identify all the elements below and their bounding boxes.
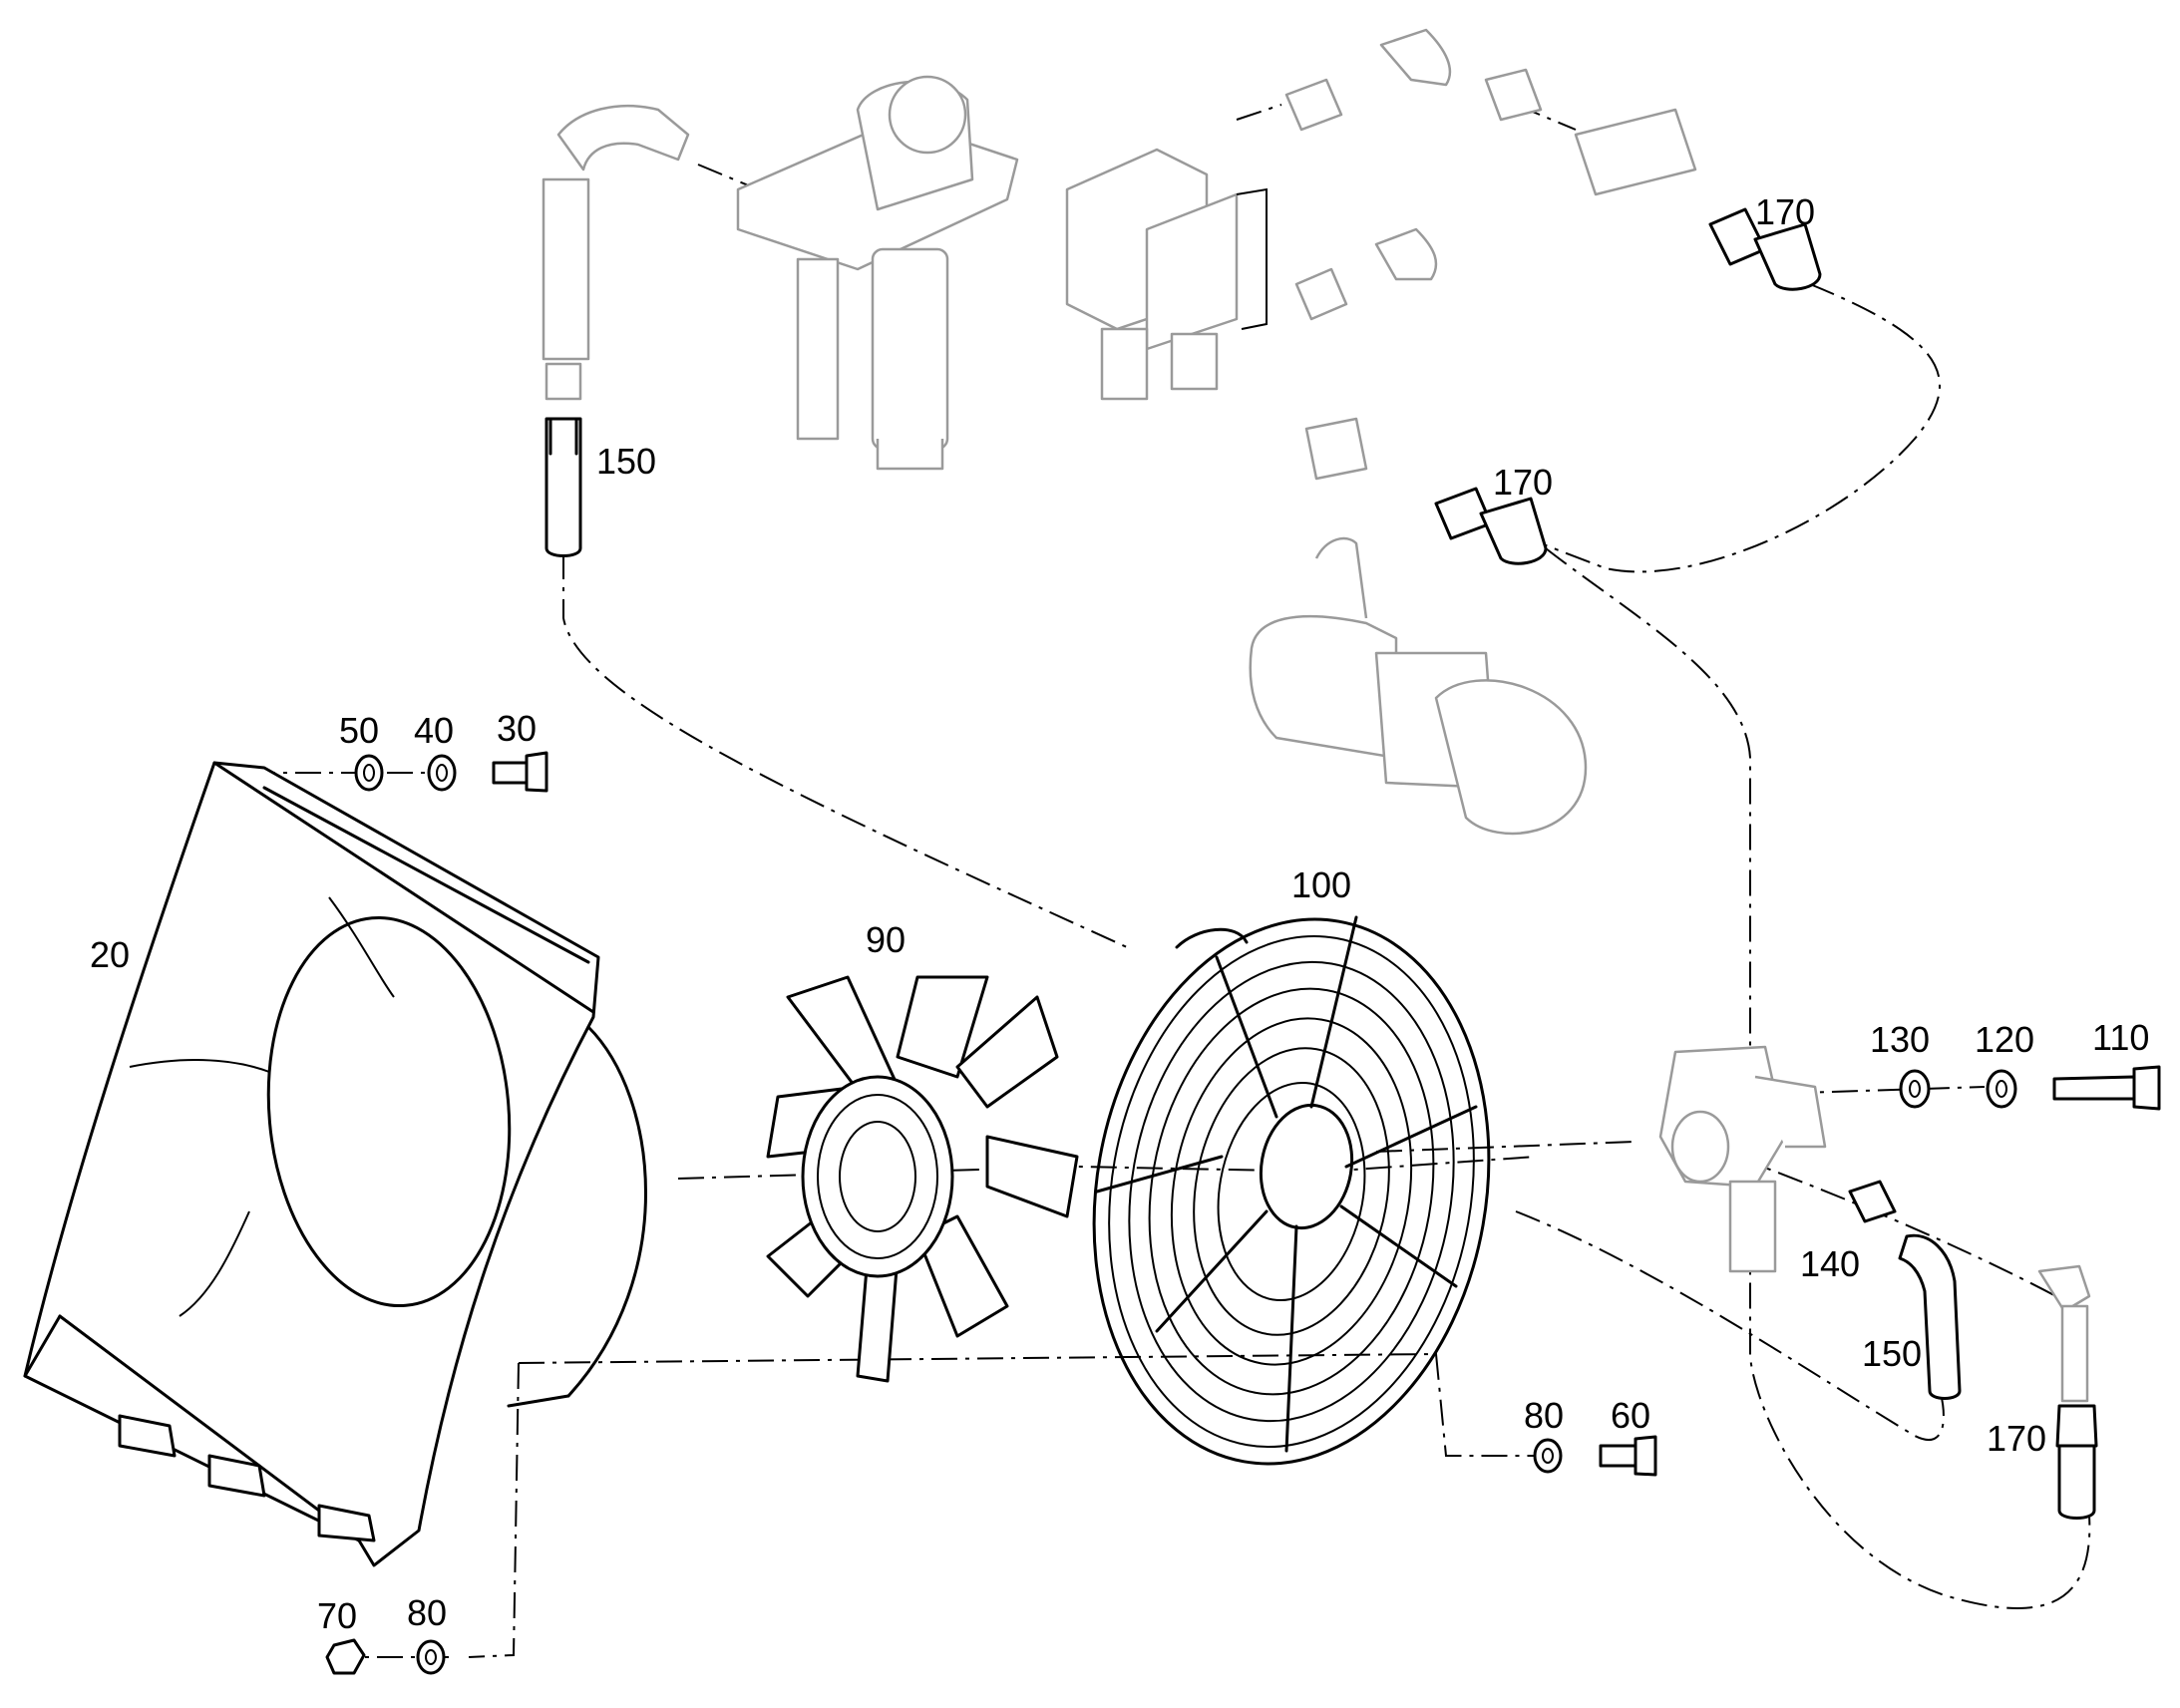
label-part-70: 70 <box>317 1595 357 1636</box>
hose-150-left <box>542 104 690 557</box>
valve-block <box>1065 148 1268 401</box>
label-part-110: 110 <box>2092 1017 2149 1058</box>
label-part-100: 100 <box>1291 864 1351 905</box>
hose-150-right <box>1898 1233 1962 1400</box>
label-part-80-right: 80 <box>1524 1395 1564 1436</box>
nut-washer-bottom <box>325 1638 446 1675</box>
label-part-50: 50 <box>339 710 379 751</box>
label-part-170-top: 170 <box>1755 191 1815 232</box>
label-part-20: 20 <box>90 934 130 975</box>
part-labels: 20 50 40 30 150 170 170 90 100 130 120 1… <box>90 191 2149 1636</box>
label-part-170-bottom: 170 <box>1987 1418 2046 1459</box>
label-part-60: 60 <box>1611 1395 1650 1436</box>
hydraulic-pump <box>1249 417 1588 836</box>
label-part-170-mid: 170 <box>1493 462 1553 503</box>
fan-shroud-20 <box>23 761 647 1567</box>
label-part-130: 130 <box>1870 1019 1930 1060</box>
label-part-150-left: 150 <box>596 441 656 482</box>
label-part-120: 120 <box>1975 1019 2034 1060</box>
bolt-set-top <box>354 751 548 793</box>
label-part-30: 30 <box>497 708 537 749</box>
hose-170-bottom <box>2037 1264 2098 1520</box>
bolt-set-right <box>1533 1435 1657 1477</box>
bolt-set-motor <box>1899 1065 2161 1111</box>
hydraulic-motor <box>1658 1045 1827 1273</box>
hose-170-mid <box>1434 487 1548 565</box>
label-part-90: 90 <box>866 919 906 960</box>
fan-guard-100 <box>1092 915 1491 1466</box>
hose-170-top <box>1708 207 1822 291</box>
fittings-top <box>1284 28 1697 321</box>
fitting-140 <box>1848 1180 1897 1223</box>
filter-housing <box>736 75 1019 471</box>
fan-impeller-90 <box>766 975 1079 1383</box>
label-part-150-right: 150 <box>1862 1333 1922 1374</box>
label-part-140: 140 <box>1800 1243 1860 1284</box>
label-part-40: 40 <box>414 710 454 751</box>
label-part-80-bottom-left: 80 <box>407 1592 447 1633</box>
